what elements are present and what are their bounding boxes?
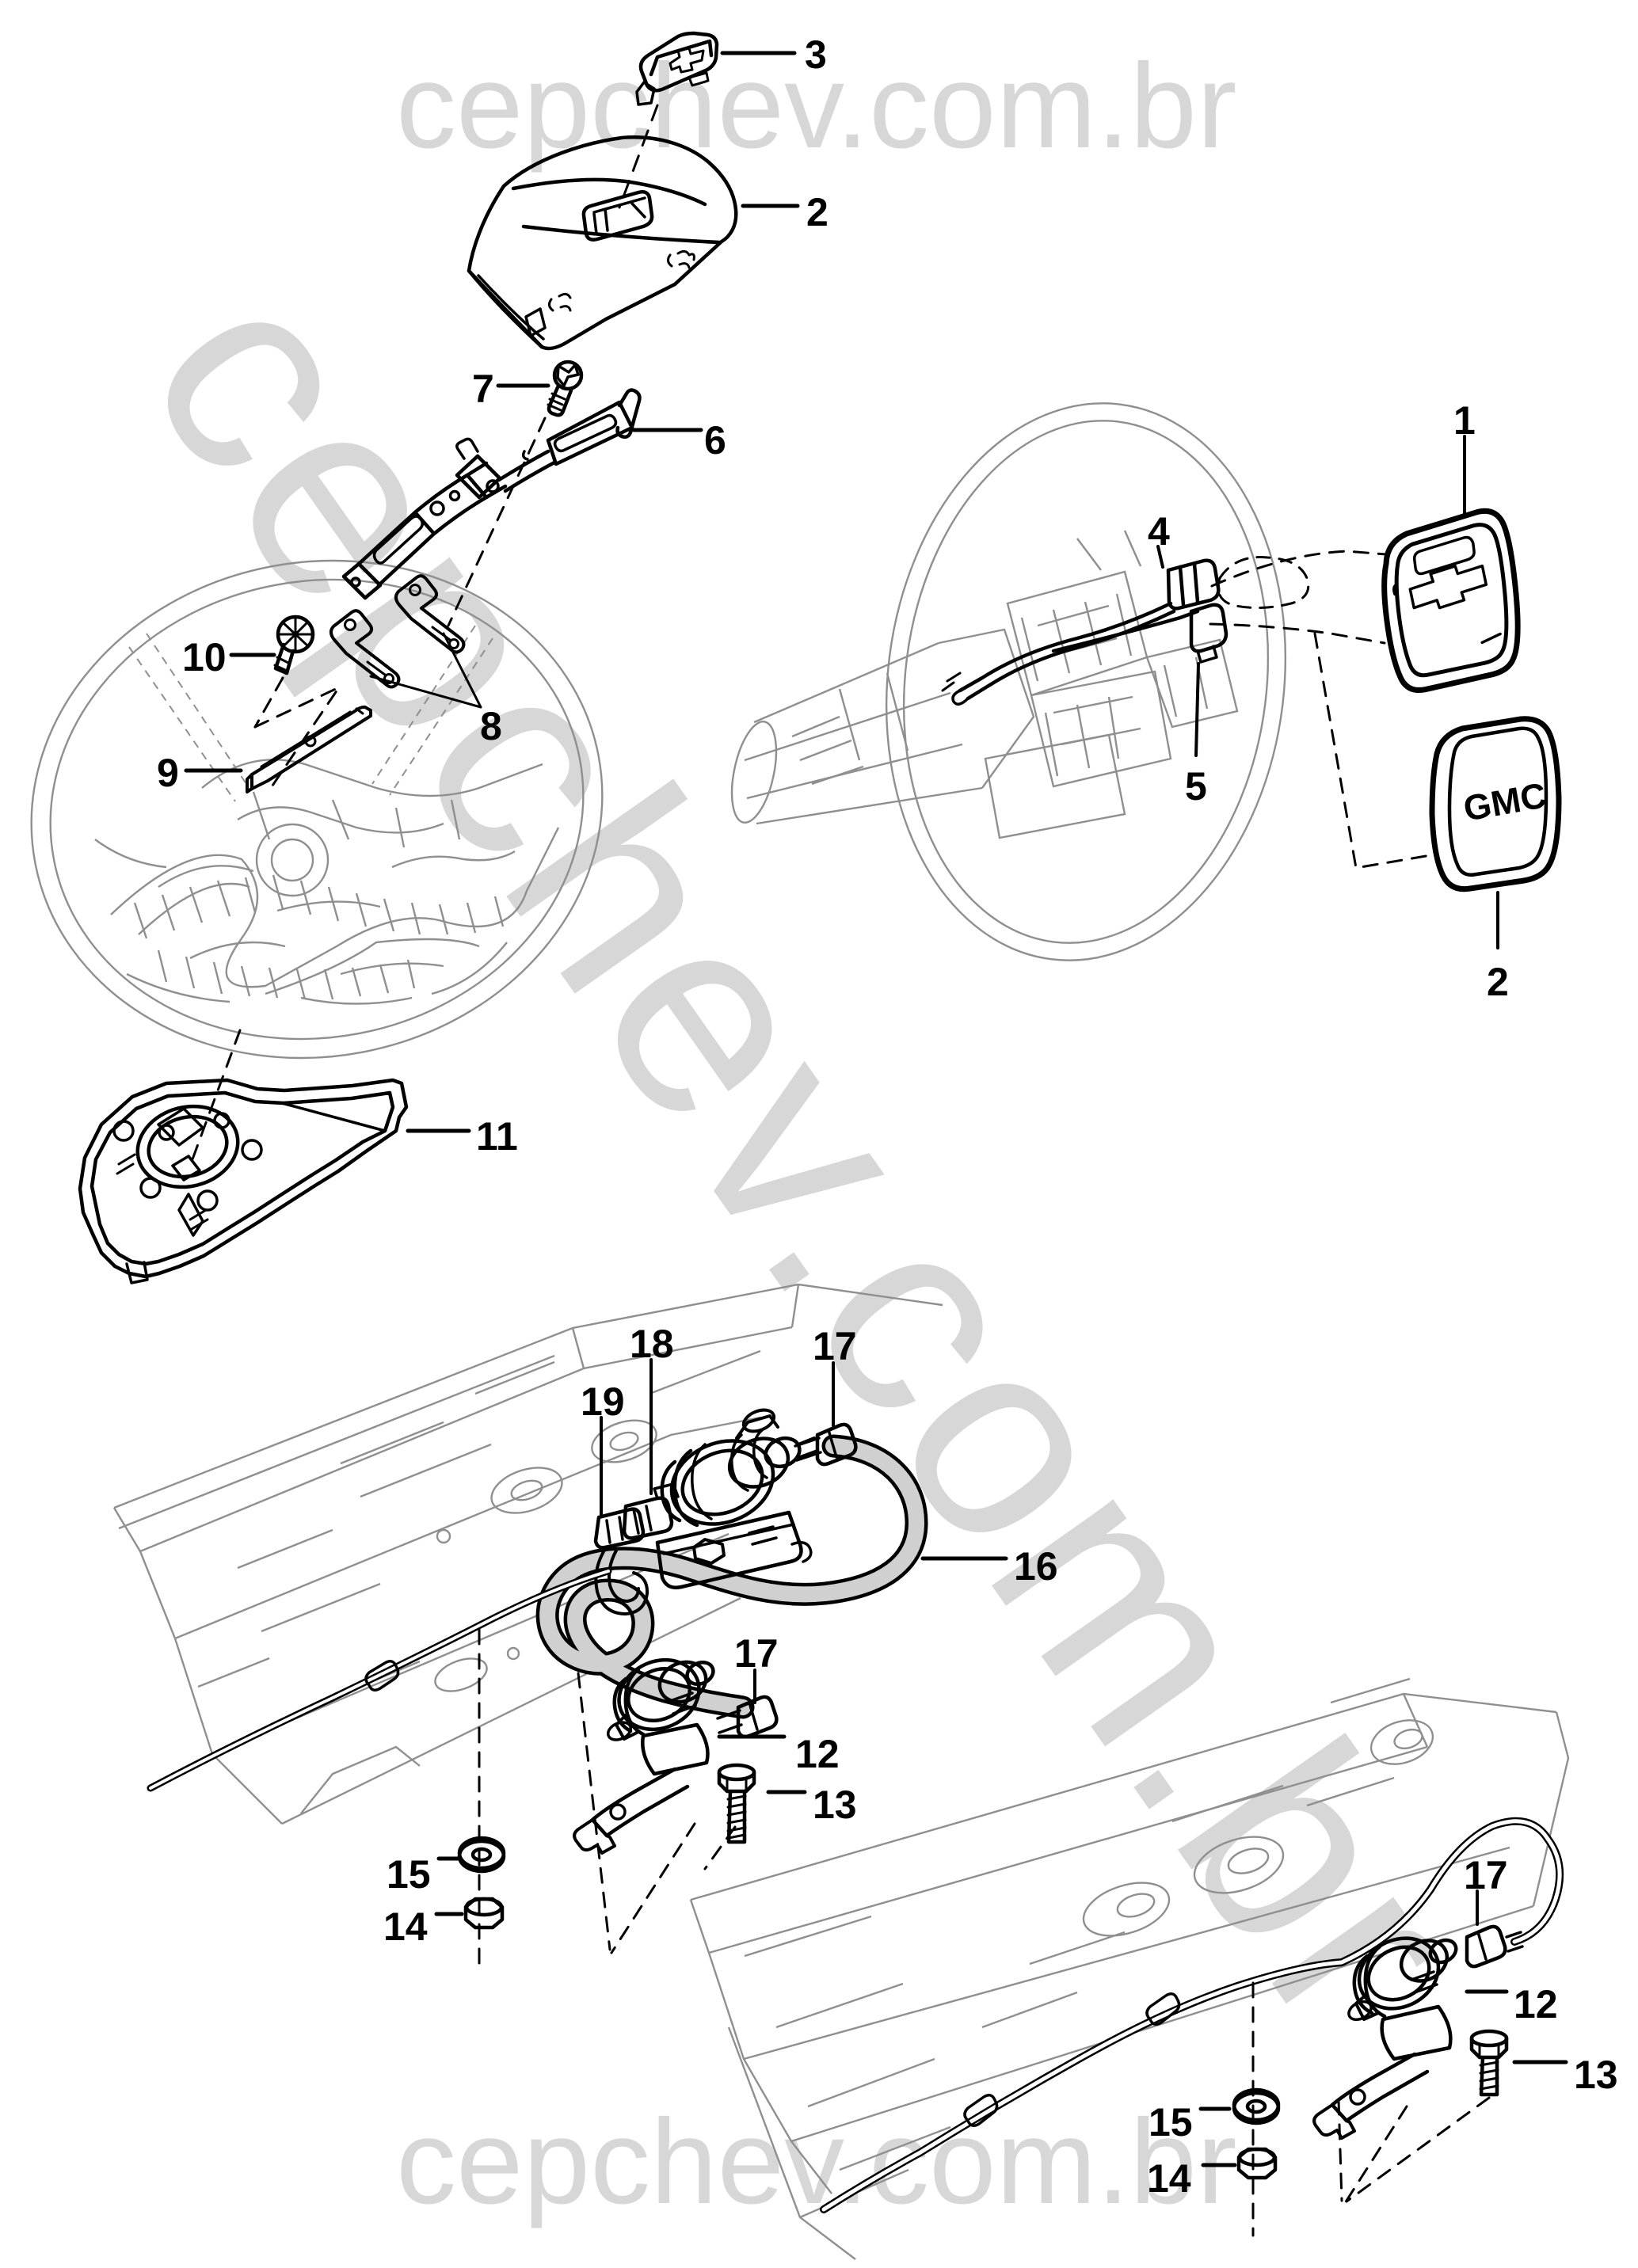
svg-text:12: 12 xyxy=(1514,1982,1558,2026)
svg-text:17: 17 xyxy=(813,1324,857,1368)
svg-text:16: 16 xyxy=(1014,1544,1058,1589)
svg-text:11: 11 xyxy=(476,1114,518,1159)
svg-text:1: 1 xyxy=(1453,398,1476,443)
svg-text:15: 15 xyxy=(1149,2100,1193,2144)
svg-text:2: 2 xyxy=(806,190,829,234)
svg-text:9: 9 xyxy=(157,751,179,795)
svg-text:2: 2 xyxy=(1487,960,1509,1004)
svg-text:13: 13 xyxy=(1574,2053,1618,2097)
svg-text:7: 7 xyxy=(472,367,494,411)
svg-text:3: 3 xyxy=(805,32,827,77)
svg-text:10: 10 xyxy=(182,635,227,679)
svg-text:15: 15 xyxy=(387,1852,431,1897)
svg-text:17: 17 xyxy=(734,1631,779,1676)
svg-text:cepchev.com.br: cepchev.com.br xyxy=(396,2095,1237,2229)
svg-text:4: 4 xyxy=(1148,509,1170,554)
svg-text:19: 19 xyxy=(581,1379,625,1424)
svg-text:14: 14 xyxy=(383,1905,428,1949)
svg-text:13: 13 xyxy=(813,1783,857,1827)
svg-text:12: 12 xyxy=(795,1732,840,1776)
svg-text:14: 14 xyxy=(1147,2156,1191,2201)
svg-text:5: 5 xyxy=(1185,764,1207,809)
svg-text:cepchev.com.br: cepchev.com.br xyxy=(396,39,1237,173)
svg-text:17: 17 xyxy=(1464,1853,1508,1897)
svg-text:8: 8 xyxy=(480,704,502,748)
svg-text:18: 18 xyxy=(630,1322,674,1366)
svg-text:6: 6 xyxy=(704,418,726,462)
